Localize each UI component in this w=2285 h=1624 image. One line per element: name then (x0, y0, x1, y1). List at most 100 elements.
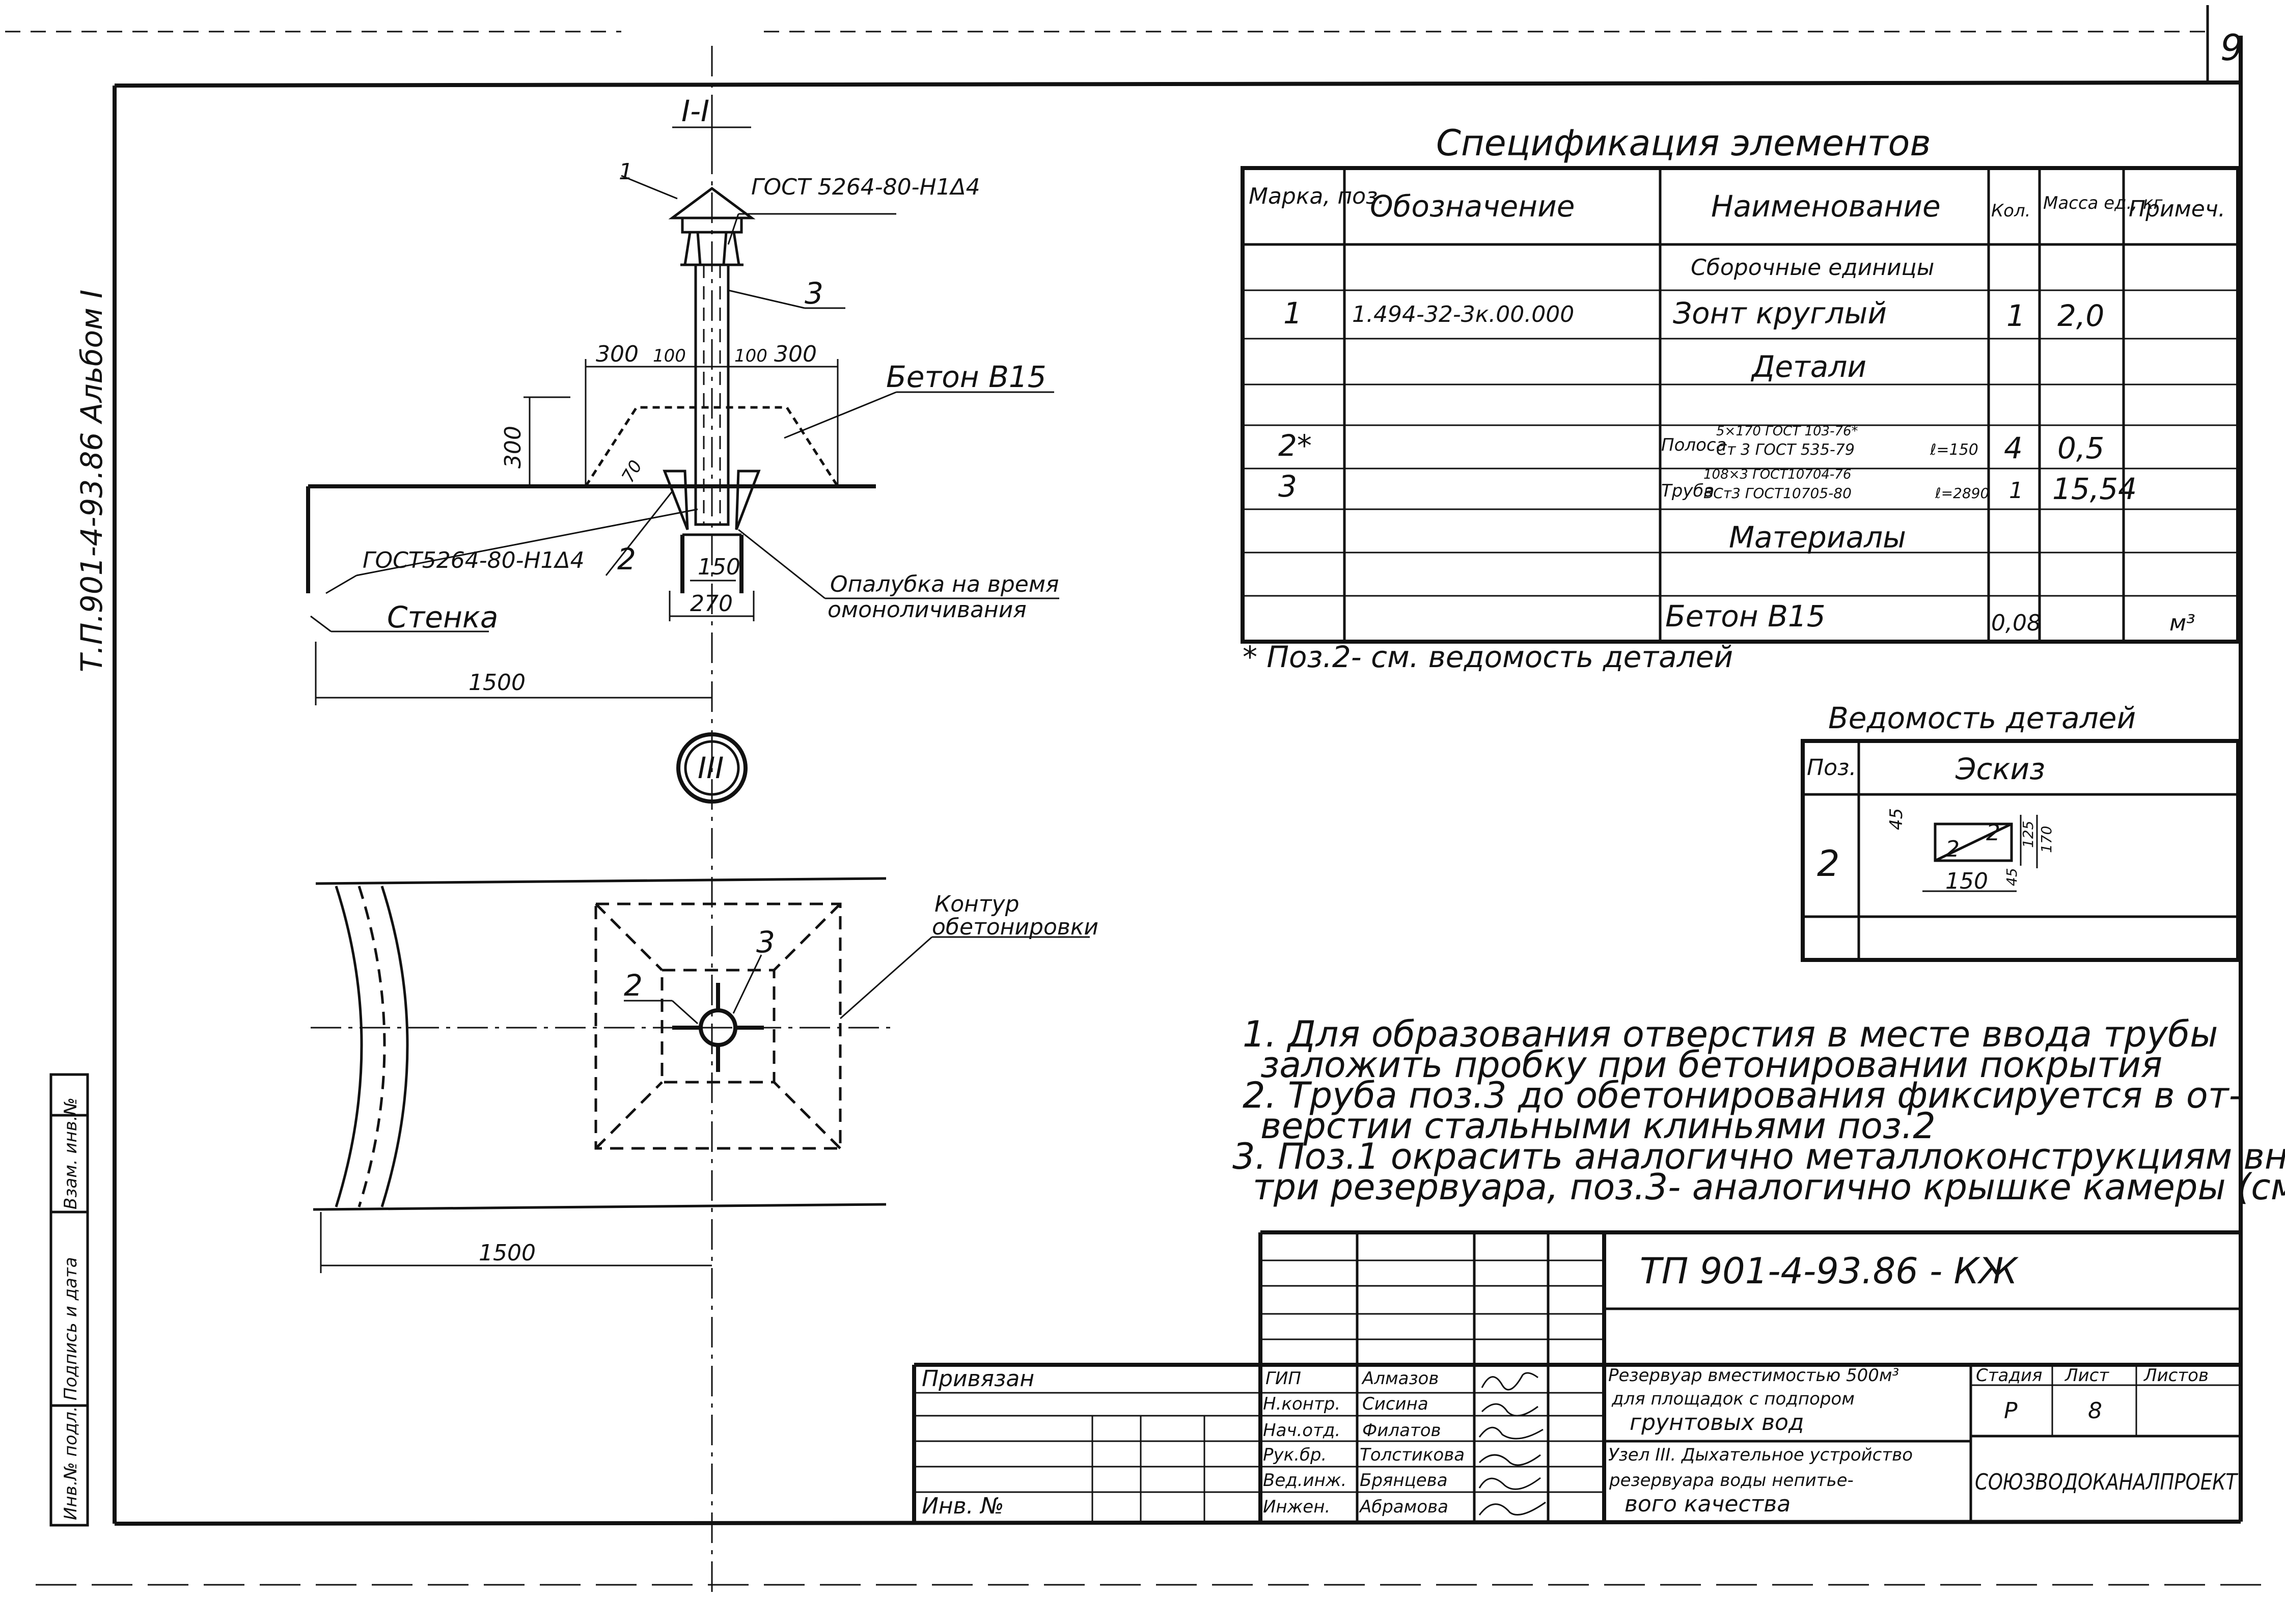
dim-100-left: 100 (653, 346, 686, 366)
organization: СОЮЗВОДОКАНАЛПРОЕКТ (1975, 1469, 2239, 1495)
spec-section-assemblies: Сборочные единицы (1691, 255, 1934, 281)
object-line-3: грунтовых вод (1630, 1410, 1804, 1436)
spec-head-mass: Масса ед., кг (2043, 193, 2163, 213)
dim-height-300: 300 (500, 426, 526, 469)
concrete-contour (594, 902, 842, 1150)
inv-no-label: Инв. № (922, 1493, 1004, 1519)
pipe (694, 263, 730, 526)
object-line-2: для площадок с подпором (1611, 1389, 1855, 1409)
strip-inv-podl: Инв.№ подл. (61, 1406, 81, 1520)
contour-label-2: обетонировки (932, 914, 1098, 940)
sheet-value: 8 (2088, 1398, 2102, 1424)
spec-row2-mass: 0,5 (2057, 431, 2104, 465)
spec-row2-prefix: Полоса (1661, 435, 1726, 455)
section-view (306, 46, 1059, 1599)
wedge-right (735, 470, 761, 530)
sheet-line-2: резервуара воды непитье- (1609, 1470, 1854, 1491)
sheet-head: Лист (2064, 1365, 2109, 1386)
spec-head-mark: Марка, поз. (1249, 183, 1385, 209)
strip-vzam-inv: Взам. инв.№ (61, 1097, 81, 1209)
wall-label: Стенка (387, 600, 498, 635)
side-label: Т.П.901-4-93.86 Альбом I (74, 290, 109, 672)
spec-row2-top: 5×170 ГОСТ 103-76* (1716, 424, 1858, 439)
section-label: I-I (681, 94, 709, 128)
spec-row3-qty: 1 (2009, 478, 2023, 504)
spec-head-name: Наименование (1711, 189, 1941, 224)
note-line-4: верстии стальными клиньями поз.2 (1260, 1105, 1936, 1147)
role-5: Инжен. (1263, 1497, 1330, 1517)
spec-row2-mark: 2* (1278, 428, 1312, 463)
stage-head: Стадия (1976, 1365, 2042, 1386)
spec-row1-mark: 1 (1283, 296, 1302, 331)
node-marker-label: III (698, 751, 724, 785)
spec-row1-mass: 2,0 (2057, 298, 2104, 333)
spec-row3-top: 108×3 ГОСТ10704-76 (1703, 467, 1851, 482)
sheets-head: Листов (2143, 1365, 2209, 1386)
plan-view (311, 877, 1090, 1273)
object-line-1: Резервуар вместимостью 500м³ (1608, 1365, 1899, 1386)
name-4: Брянцева (1360, 1470, 1448, 1491)
gost-label-top: ГОСТ 5264-80-Н1Δ4 (751, 174, 980, 200)
dim-270: 270 (690, 591, 733, 617)
spec-head-designation: Обозначение (1370, 189, 1575, 224)
role-1: Н.контр. (1263, 1394, 1340, 1414)
sketch-d45-top: 45 (1886, 808, 1907, 830)
role-4: Вед.инж. (1263, 1470, 1346, 1491)
spec-row1-qty: 1 (2006, 298, 2025, 333)
title-block-grid (912, 1230, 2241, 1524)
sketch-d170: 170 (2038, 826, 2055, 853)
dim-70: 70 (618, 457, 646, 486)
note-line-5: 3. Поз.1 окрасить аналогично металлоконс… (1232, 1136, 2285, 1177)
left-stamp-strip (49, 1073, 89, 1527)
sketch-d45-bottom: 45 (2003, 868, 2020, 886)
formwork-label-1: Опалубка на время (830, 571, 1059, 597)
details-head-pos: Поз. (1807, 755, 1856, 781)
plan-dim-1500: 1500 (479, 1240, 536, 1266)
note-line-3: 2. Труба поз.3 до обетонирования фиксиру… (1243, 1075, 2242, 1116)
spec-row4-qty: 0,08 (1991, 610, 2041, 636)
spec-row2-qty: 4 (2004, 431, 2023, 465)
spec-head-note: Примеч. (2129, 196, 2225, 222)
spec-section-materials: Материалы (1729, 520, 1906, 555)
name-2: Филатов (1362, 1420, 1441, 1441)
dim-300-right: 300 (774, 341, 817, 367)
role-2: Нач.отд. (1263, 1420, 1340, 1441)
sketch-d125: 125 (2020, 821, 2036, 848)
pos-3-label: 3 (805, 276, 823, 311)
spec-head-qty: Кол. (1991, 201, 2030, 221)
spec-row4-name: Бетон В15 (1665, 599, 1826, 634)
note-line-2: заложить пробку при бетонировании покрыт… (1260, 1044, 2162, 1086)
dim-1500-section: 1500 (469, 670, 526, 696)
spec-row3-bottom: ВСт3 ГОСТ10705-80 (1703, 485, 1852, 502)
sheet-line-1: Узел III. Дыхательное устройство (1608, 1445, 1913, 1465)
wedge-left (663, 470, 689, 530)
sketch-label-inner: 2 (1986, 820, 2000, 846)
dim-100-right: 100 (734, 346, 767, 366)
concrete-label: Бетон В15 (886, 360, 1047, 394)
plan-pos-2: 2 (624, 968, 643, 1003)
strip-podpis-data: Подпись и дата (61, 1257, 81, 1400)
details-title: Ведомость деталей (1828, 701, 2136, 735)
signatures (1478, 1372, 1546, 1516)
sketch-d150: 150 (1945, 868, 1988, 894)
name-1: Сисина (1362, 1394, 1428, 1414)
plan-pos-3: 3 (756, 925, 775, 959)
plate-sketch (1934, 822, 2013, 862)
spec-section-details: Детали (1750, 349, 1866, 384)
spec-title: Спецификация элементов (1436, 122, 1931, 164)
note-line-1: 1. Для образования отверстия в месте вво… (1243, 1013, 2218, 1055)
privyazan-label: Привязан (922, 1366, 1034, 1392)
contour-label-1: Контур (934, 891, 1020, 917)
page-number: 9 (2220, 27, 2243, 69)
dim-300-left: 300 (596, 341, 639, 367)
pos-2-label: 2 (617, 542, 636, 576)
spec-table-grid (1241, 166, 2240, 644)
spec-row1-designation: 1.494-32-3к.00.000 (1352, 301, 1574, 327)
gost-label-bottom: ГОСТ5264-80-Н1Δ4 (363, 547, 585, 573)
spec-row4-note: м³ (2169, 610, 2195, 636)
spec-row3-prefix: Труба (1661, 481, 1714, 501)
spec-row2-len: ℓ=150 (1930, 441, 1978, 459)
doc-code: ТП 901-4-93.86 - КЖ (1640, 1250, 2019, 1292)
formwork-label-2: омоноличивания (828, 597, 1027, 623)
spec-row3-len: ℓ=2890 (1935, 485, 1989, 502)
